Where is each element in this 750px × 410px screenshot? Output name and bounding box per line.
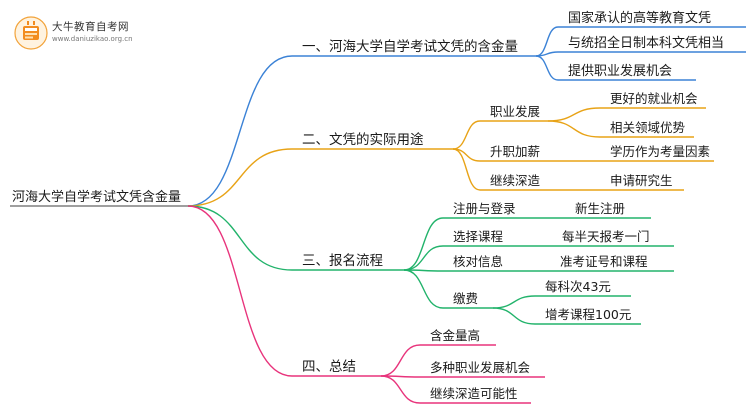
branch-1-child-1: 国家承认的高等教育文凭 (568, 10, 711, 26)
mind-map-nodes: 河海大学自学考试文凭含金量 一、河海大学自学考试文凭的含金量 国家承认的高等教育文凭… (12, 10, 724, 401)
branch-3-label: 三、报名流程 (302, 253, 383, 269)
branch-3-child-4-leaf-2: 增考课程100元 (545, 307, 631, 322)
branch-2-child-3-connector (452, 148, 481, 191)
branch-3-child-2: 选择课程 (453, 229, 504, 244)
branch-4-connector (187, 205, 293, 377)
branch-2-label: 二、文凭的实际用途 (302, 131, 424, 148)
root-topic: 河海大学自学考试文凭含金量 (12, 189, 181, 205)
branch-2-child-1-leaf-2-connector (547, 120, 601, 138)
branch-2-child-1-connector (452, 120, 481, 150)
branch-1-child-2: 与统招全日制本科文凭相当 (568, 35, 724, 51)
branch-1-child-2-connector (535, 51, 559, 57)
branch-4-child-1-connector (380, 344, 421, 377)
logo-url: www.daniuzikao.org.cn (52, 35, 133, 43)
branch-3-connector (187, 205, 293, 271)
branch-3-child-1-connector (403, 217, 444, 271)
branch-1-child-3: 提供职业发展机会 (568, 63, 672, 79)
branch-4-child-1: 含金量高 (430, 328, 480, 343)
branch-2-child-1-leaf-1-connector (547, 107, 601, 122)
branch-3-child-4: 缴费 (453, 291, 478, 306)
branch-3-child-2-leaf-1: 每半天报考一门 (562, 229, 650, 244)
branch-2-child-3-leaf-1: 申请研究生 (610, 173, 673, 188)
branch-3-child-2-connector (403, 245, 444, 271)
branch-3-child-4-leaf-2-connector (492, 307, 536, 325)
branch-2-child-3: 继续深造 (490, 173, 541, 188)
branch-4-child-3-connector (380, 375, 421, 404)
branch-2-child-1: 职业发展 (490, 104, 540, 119)
branch-2-child-2-leaf-1: 学历作为考量因素 (610, 144, 710, 159)
branch-3-child-3: 核对信息 (453, 254, 503, 269)
branch-4-label: 四、总结 (302, 359, 356, 375)
branch-3-child-1-leaf-1: 新生注册 (575, 201, 625, 216)
branch-3-child-4-leaf-1: 每科次43元 (545, 279, 611, 294)
branch-2-child-2: 升职加薪 (490, 144, 540, 159)
connector-lines (10, 26, 746, 404)
branch-3-child-4-connector (403, 269, 444, 309)
logo-title: 大牛教育自考网 (52, 21, 129, 33)
branch-1-child-3-connector (535, 55, 559, 81)
branch-1-label: 一、河海大学自学考试文凭的含金量 (302, 39, 518, 55)
branch-3-child-3-leaf-1: 准考证号和课程 (560, 254, 648, 269)
branch-1-connector (187, 55, 293, 207)
branch-2-child-1-leaf-2: 相关领域优势 (610, 120, 686, 135)
branch-1-child-1-connector (535, 26, 559, 57)
branch-4-child-2: 多种职业发展机会 (430, 360, 531, 375)
branch-2-connector (187, 148, 293, 207)
branch-4-child-3: 继续深造可能性 (430, 386, 518, 401)
book-logo-icon (14, 16, 48, 50)
site-logo: 大牛教育自考网 www.daniuzikao.org.cn (14, 16, 144, 50)
branch-2-child-1-leaf-1: 更好的就业机会 (610, 91, 698, 106)
branch-3-child-4-leaf-1-connector (492, 295, 536, 309)
branch-3-child-1: 注册与登录 (453, 201, 516, 216)
